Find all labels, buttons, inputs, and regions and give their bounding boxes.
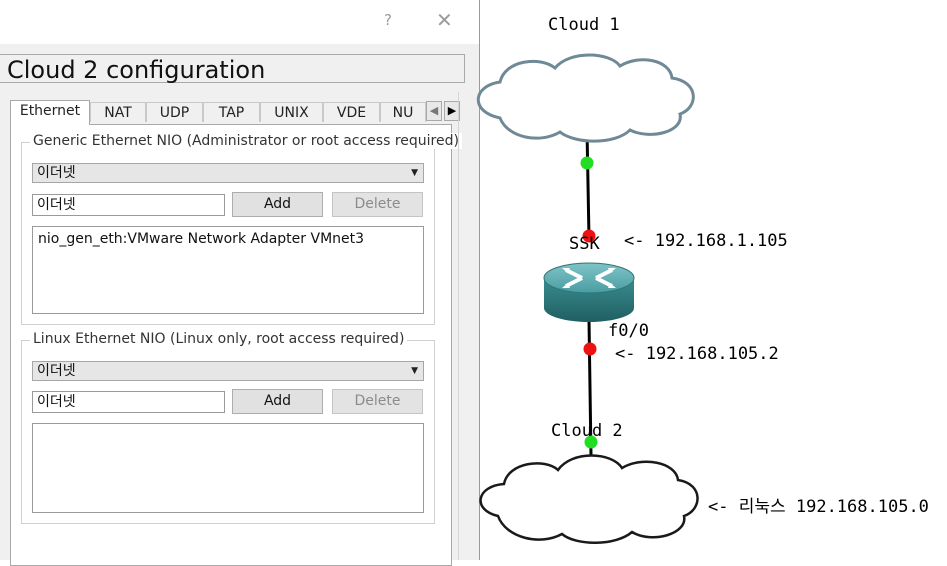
dialog-title: Cloud 2 configuration	[7, 56, 266, 84]
link-status-down-icon	[582, 229, 596, 243]
linux-delete-button[interactable]: Delete	[332, 389, 423, 414]
link-status-up-icon	[580, 156, 594, 170]
port-ip-annotation: <- 192.168.105.2	[615, 344, 779, 364]
generic-delete-button[interactable]: Delete	[332, 192, 423, 217]
generic-ethernet-group: Generic Ethernet NIO (Administrator or r…	[21, 133, 462, 325]
router-icon[interactable]	[543, 262, 635, 322]
tab-tap[interactable]: TAP	[203, 102, 260, 122]
cloud-1-label: Cloud 1	[548, 15, 620, 35]
close-button[interactable]: ✕	[436, 8, 453, 32]
cloud-2-annotation: <- 리눅스 192.168.105.0	[708, 497, 929, 517]
tab-ethernet[interactable]: Ethernet	[10, 100, 90, 125]
cloud-2-label: Cloud 2	[551, 421, 623, 441]
link-status-up-icon	[584, 435, 598, 449]
generic-nio-list[interactable]: nio_gen_eth:VMware Network Adapter VMnet…	[32, 226, 424, 314]
help-button[interactable]: ?	[384, 11, 392, 29]
linux-interface-selected: 이더넷	[37, 363, 76, 379]
tab-udp[interactable]: UDP	[146, 102, 203, 122]
generic-ethernet-legend: Generic Ethernet NIO (Administrator or r…	[30, 133, 462, 149]
tab-scroll-left-icon[interactable]: ◀	[426, 101, 442, 121]
dialog-titlebar: ? ✕	[0, 0, 479, 44]
dialog-scrollbar[interactable]	[458, 92, 459, 560]
generic-interface-select[interactable]: 이더넷 ▼	[32, 163, 424, 183]
link-status-down-icon	[583, 342, 597, 356]
link-cloud1-router[interactable]	[585, 129, 591, 239]
tab-nat[interactable]: NAT	[90, 102, 146, 122]
generic-interface-selected: 이더넷	[37, 165, 76, 181]
cloud-config-dialog: ? ✕ Cloud 2 configuration Ethernet NAT U…	[0, 0, 480, 566]
tab-unix[interactable]: UNIX	[260, 102, 323, 122]
cloud-2-icon[interactable]	[479, 454, 699, 544]
generic-add-button[interactable]: Add	[232, 192, 323, 217]
tab-null[interactable]: NU	[380, 102, 426, 122]
linux-interface-input[interactable]: 이더넷	[32, 391, 225, 413]
linux-ethernet-group: Linux Ethernet NIO (Linux only, root acc…	[21, 331, 435, 524]
cloud-1-icon[interactable]	[476, 53, 695, 143]
dropdown-arrow-icon: ▼	[411, 168, 418, 178]
router-label: SSK	[569, 234, 600, 254]
generic-interface-input[interactable]: 이더넷	[32, 194, 225, 216]
tab-vde[interactable]: VDE	[323, 102, 380, 122]
topology-canvas	[476, 53, 699, 544]
router-port-label: f0/0	[608, 321, 649, 341]
linux-interface-select[interactable]: 이더넷 ▼	[32, 361, 424, 381]
router-ip-annotation: <- 192.168.1.105	[624, 231, 788, 251]
list-item[interactable]: nio_gen_eth:VMware Network Adapter VMnet…	[38, 231, 365, 247]
dialog-header: Cloud 2 configuration	[0, 54, 465, 84]
dropdown-arrow-icon: ▼	[411, 366, 418, 376]
tab-bar: Ethernet NAT UDP TAP UNIX VDE NU ◀ ▶	[10, 100, 460, 125]
linux-add-button[interactable]: Add	[232, 389, 323, 414]
linux-ethernet-legend: Linux Ethernet NIO (Linux only, root acc…	[30, 331, 408, 347]
linux-nio-list[interactable]	[32, 423, 424, 513]
ethernet-panel: Generic Ethernet NIO (Administrator or r…	[10, 124, 462, 566]
tab-scroll-right-icon[interactable]: ▶	[444, 101, 460, 121]
